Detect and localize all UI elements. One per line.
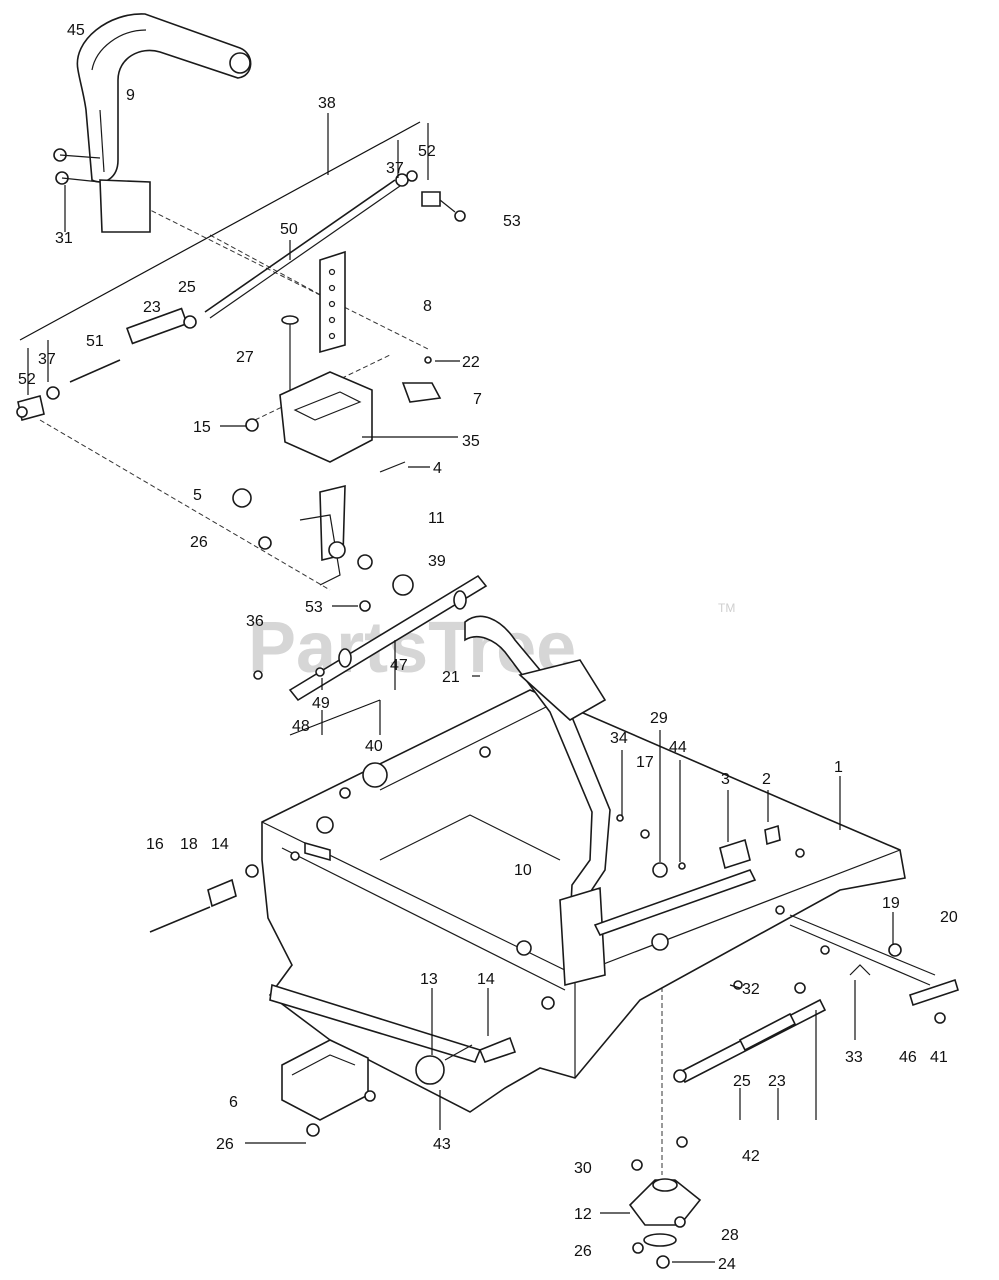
callout-13: 13 [420, 971, 438, 988]
callout-10: 10 [514, 862, 532, 879]
callout-46: 46 [899, 1049, 917, 1066]
callout-32: 32 [742, 981, 760, 998]
callout-1: 1 [834, 759, 843, 776]
callout-44: 44 [669, 739, 687, 756]
callout-38: 38 [318, 95, 336, 112]
callout-36: 36 [246, 613, 264, 630]
callout-50: 50 [280, 221, 298, 238]
leader-lines [19, 113, 894, 1263]
steering-column-part [464, 615, 611, 987]
callout-25-low: 25 [733, 1073, 751, 1090]
callout-53-top: 53 [503, 213, 521, 230]
callout-14-left: 14 [211, 836, 229, 853]
callout-43: 43 [433, 1136, 451, 1153]
callout-51: 51 [86, 333, 104, 350]
callout-23-top: 23 [143, 299, 161, 316]
upper-rods-part [16, 170, 466, 421]
callout-26-mid: 26 [190, 534, 208, 551]
callout-23-low: 23 [768, 1073, 786, 1090]
callout-41: 41 [930, 1049, 948, 1066]
callout-5: 5 [193, 487, 202, 504]
callout-20: 20 [940, 909, 958, 926]
callout-25-top: 25 [178, 279, 196, 296]
callout-28: 28 [721, 1227, 739, 1244]
bracket-part [281, 1039, 376, 1137]
callout-52-left: 52 [18, 371, 36, 388]
callout-26-bottom: 26 [574, 1243, 592, 1260]
callout-21: 21 [442, 669, 460, 686]
callout-48: 48 [292, 718, 310, 735]
callout-15: 15 [193, 419, 211, 436]
callout-34: 34 [610, 730, 628, 747]
callout-9: 9 [126, 87, 135, 104]
handle-bar-part [53, 13, 252, 233]
callout-33: 33 [845, 1049, 863, 1066]
callout-4: 4 [433, 460, 442, 477]
callout-19: 19 [882, 895, 900, 912]
callout-7: 7 [473, 391, 482, 408]
callout-22: 22 [462, 354, 480, 371]
watermark-tm: TM [718, 601, 735, 615]
callout-37-top: 37 [386, 160, 404, 177]
callout-40: 40 [365, 738, 383, 755]
callout-35: 35 [462, 433, 480, 450]
lever-arm-part [232, 461, 414, 612]
callout-29: 29 [650, 710, 668, 727]
right-linkage-part [593, 814, 959, 1024]
callout-49: 49 [312, 695, 330, 712]
lower-rod-part [673, 982, 827, 1084]
callout-30: 30 [574, 1160, 592, 1177]
callout-2: 2 [762, 771, 771, 788]
callout-24: 24 [718, 1256, 736, 1273]
callout-3: 3 [721, 771, 730, 788]
lower-linkage-part [149, 864, 517, 1085]
callout-14-mid: 14 [477, 971, 495, 988]
callout-27: 27 [236, 349, 254, 366]
callout-37-left: 37 [38, 351, 56, 368]
callout-53-mid: 53 [305, 599, 323, 616]
pivot-bracket-part [245, 250, 442, 463]
callout-8: 8 [423, 298, 432, 315]
callout-26-low: 26 [216, 1136, 234, 1153]
shaft-part [253, 574, 488, 702]
callout-17: 17 [636, 754, 654, 771]
callout-12: 12 [574, 1206, 592, 1223]
callout-52-top: 52 [418, 143, 436, 160]
callout-11: 11 [428, 510, 445, 527]
callout-45: 45 [67, 22, 85, 39]
callout-39: 39 [428, 553, 446, 570]
isolator-mount-part [628, 1136, 702, 1269]
callout-6: 6 [229, 1094, 238, 1111]
callout-47: 47 [390, 657, 408, 674]
callout-16: 16 [146, 836, 164, 853]
callout-labels: 45 9 38 37 52 53 31 50 25 23 8 51 37 52 … [18, 22, 958, 1273]
callout-31: 31 [55, 230, 73, 247]
callout-18: 18 [180, 836, 198, 853]
callout-42: 42 [742, 1148, 760, 1165]
